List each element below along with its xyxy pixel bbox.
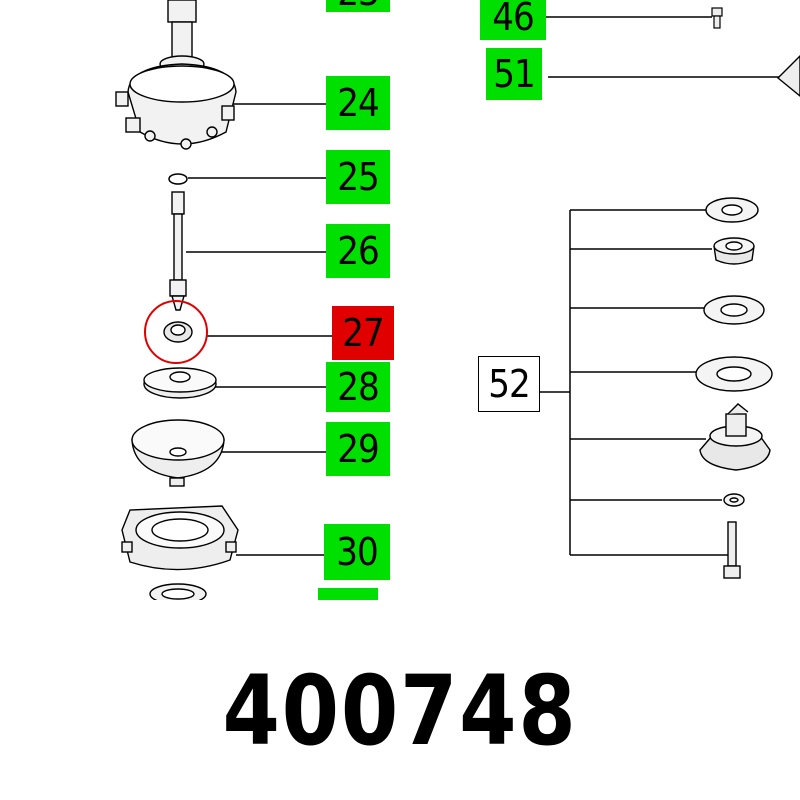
small-washer-part (723, 493, 745, 507)
part-number: 400748 (222, 655, 578, 767)
shaft-part (169, 191, 187, 311)
pad-hub-part (699, 403, 771, 471)
o-ring-part (168, 173, 188, 185)
bolt-part (723, 521, 741, 579)
part-label-29[interactable]: 29 (326, 422, 390, 476)
part-label-27-selected[interactable]: 27 (332, 306, 394, 360)
bearing-housing-part (121, 505, 239, 571)
component-51-part (776, 55, 800, 97)
part-label-46[interactable]: 46 (480, 0, 546, 40)
exploded-view-diagram: 23 24 25 26 27 28 29 30 46 51 52 (115, 0, 800, 600)
washer-medium-part (703, 295, 765, 325)
selection-circle (144, 300, 208, 364)
part-label-25[interactable]: 25 (326, 150, 390, 204)
part-label-52[interactable]: 52 (478, 356, 540, 412)
part-label-23[interactable]: 23 (326, 0, 390, 12)
part-label-28[interactable]: 28 (326, 362, 390, 412)
diagram-drawing (115, 0, 800, 600)
flange-part (143, 367, 217, 399)
seal-part (149, 583, 207, 600)
part-label-24[interactable]: 24 (326, 76, 390, 130)
part-label-51[interactable]: 51 (486, 48, 542, 100)
housing-part (115, 0, 237, 150)
bearing-part (163, 321, 193, 343)
part-label-30[interactable]: 30 (324, 524, 390, 580)
part-label-31[interactable] (318, 588, 378, 600)
part-label-26[interactable]: 26 (326, 224, 390, 278)
washer-large-part (705, 197, 759, 223)
cup-part (131, 419, 225, 487)
bushing-part (713, 237, 755, 265)
screw-part (711, 7, 723, 29)
washer-thin-part (695, 356, 773, 392)
